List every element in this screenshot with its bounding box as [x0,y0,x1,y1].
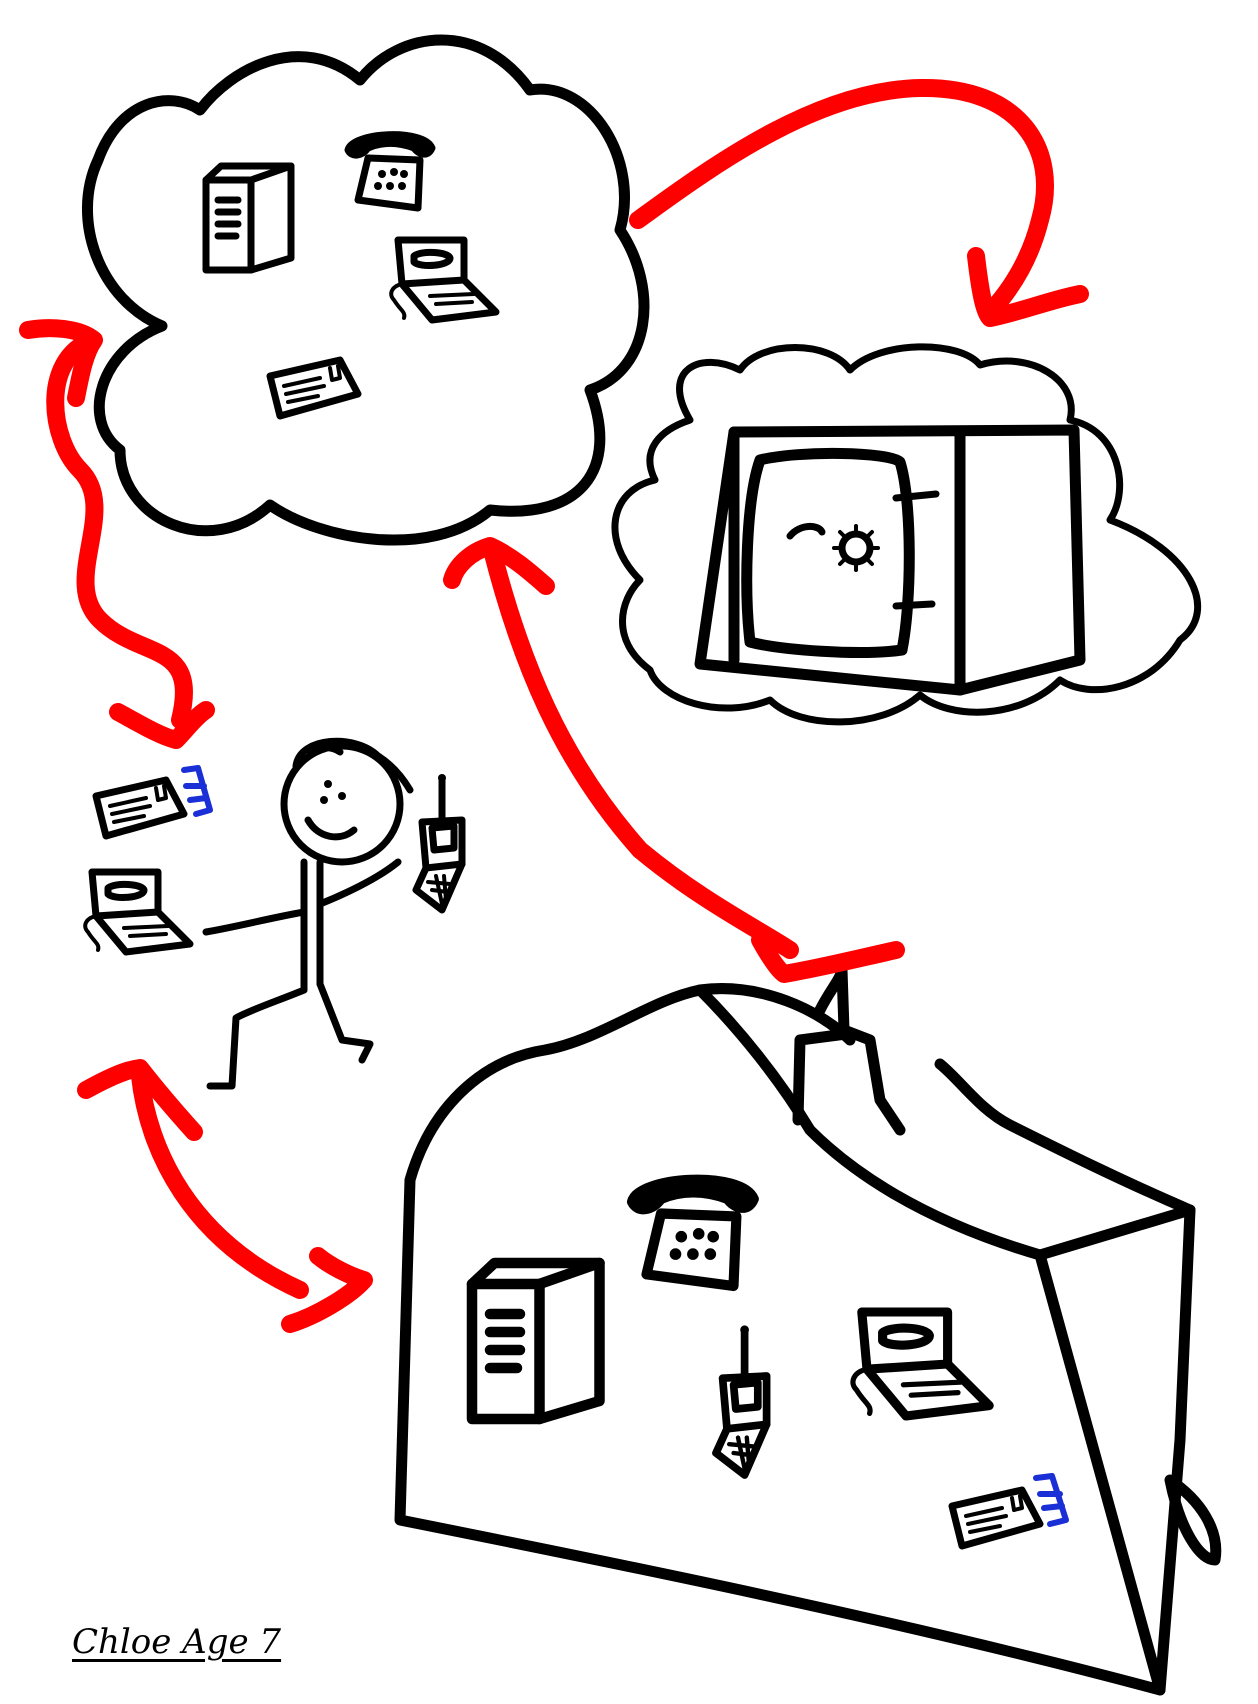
laptop-icon [85,872,190,952]
arrow-person-to-house [86,1068,364,1324]
arrow-cloud-to-house [452,546,896,974]
signature-text: Chloe Age 7 [72,1622,281,1662]
email-accent-mark [1036,1476,1066,1524]
laptop-icon [853,1312,989,1416]
laptop-icon [391,240,496,320]
email-accent-mark [184,768,210,814]
email-icon [270,360,358,416]
safe-icon [700,430,1080,690]
arrow-cloud-to-vault [638,88,1080,318]
cloud-devices [87,40,644,540]
email-icon [96,780,184,836]
person-figure [206,741,410,1086]
telephone-icon [348,135,432,208]
server-icon [206,166,291,270]
mobile-phone-icon [416,774,462,910]
telephone-icon [632,1180,754,1286]
mobile-phone-icon [716,1325,767,1475]
email-icon [952,1490,1040,1546]
arrow-cloud-to-person [28,328,206,740]
server-icon [472,1263,600,1419]
